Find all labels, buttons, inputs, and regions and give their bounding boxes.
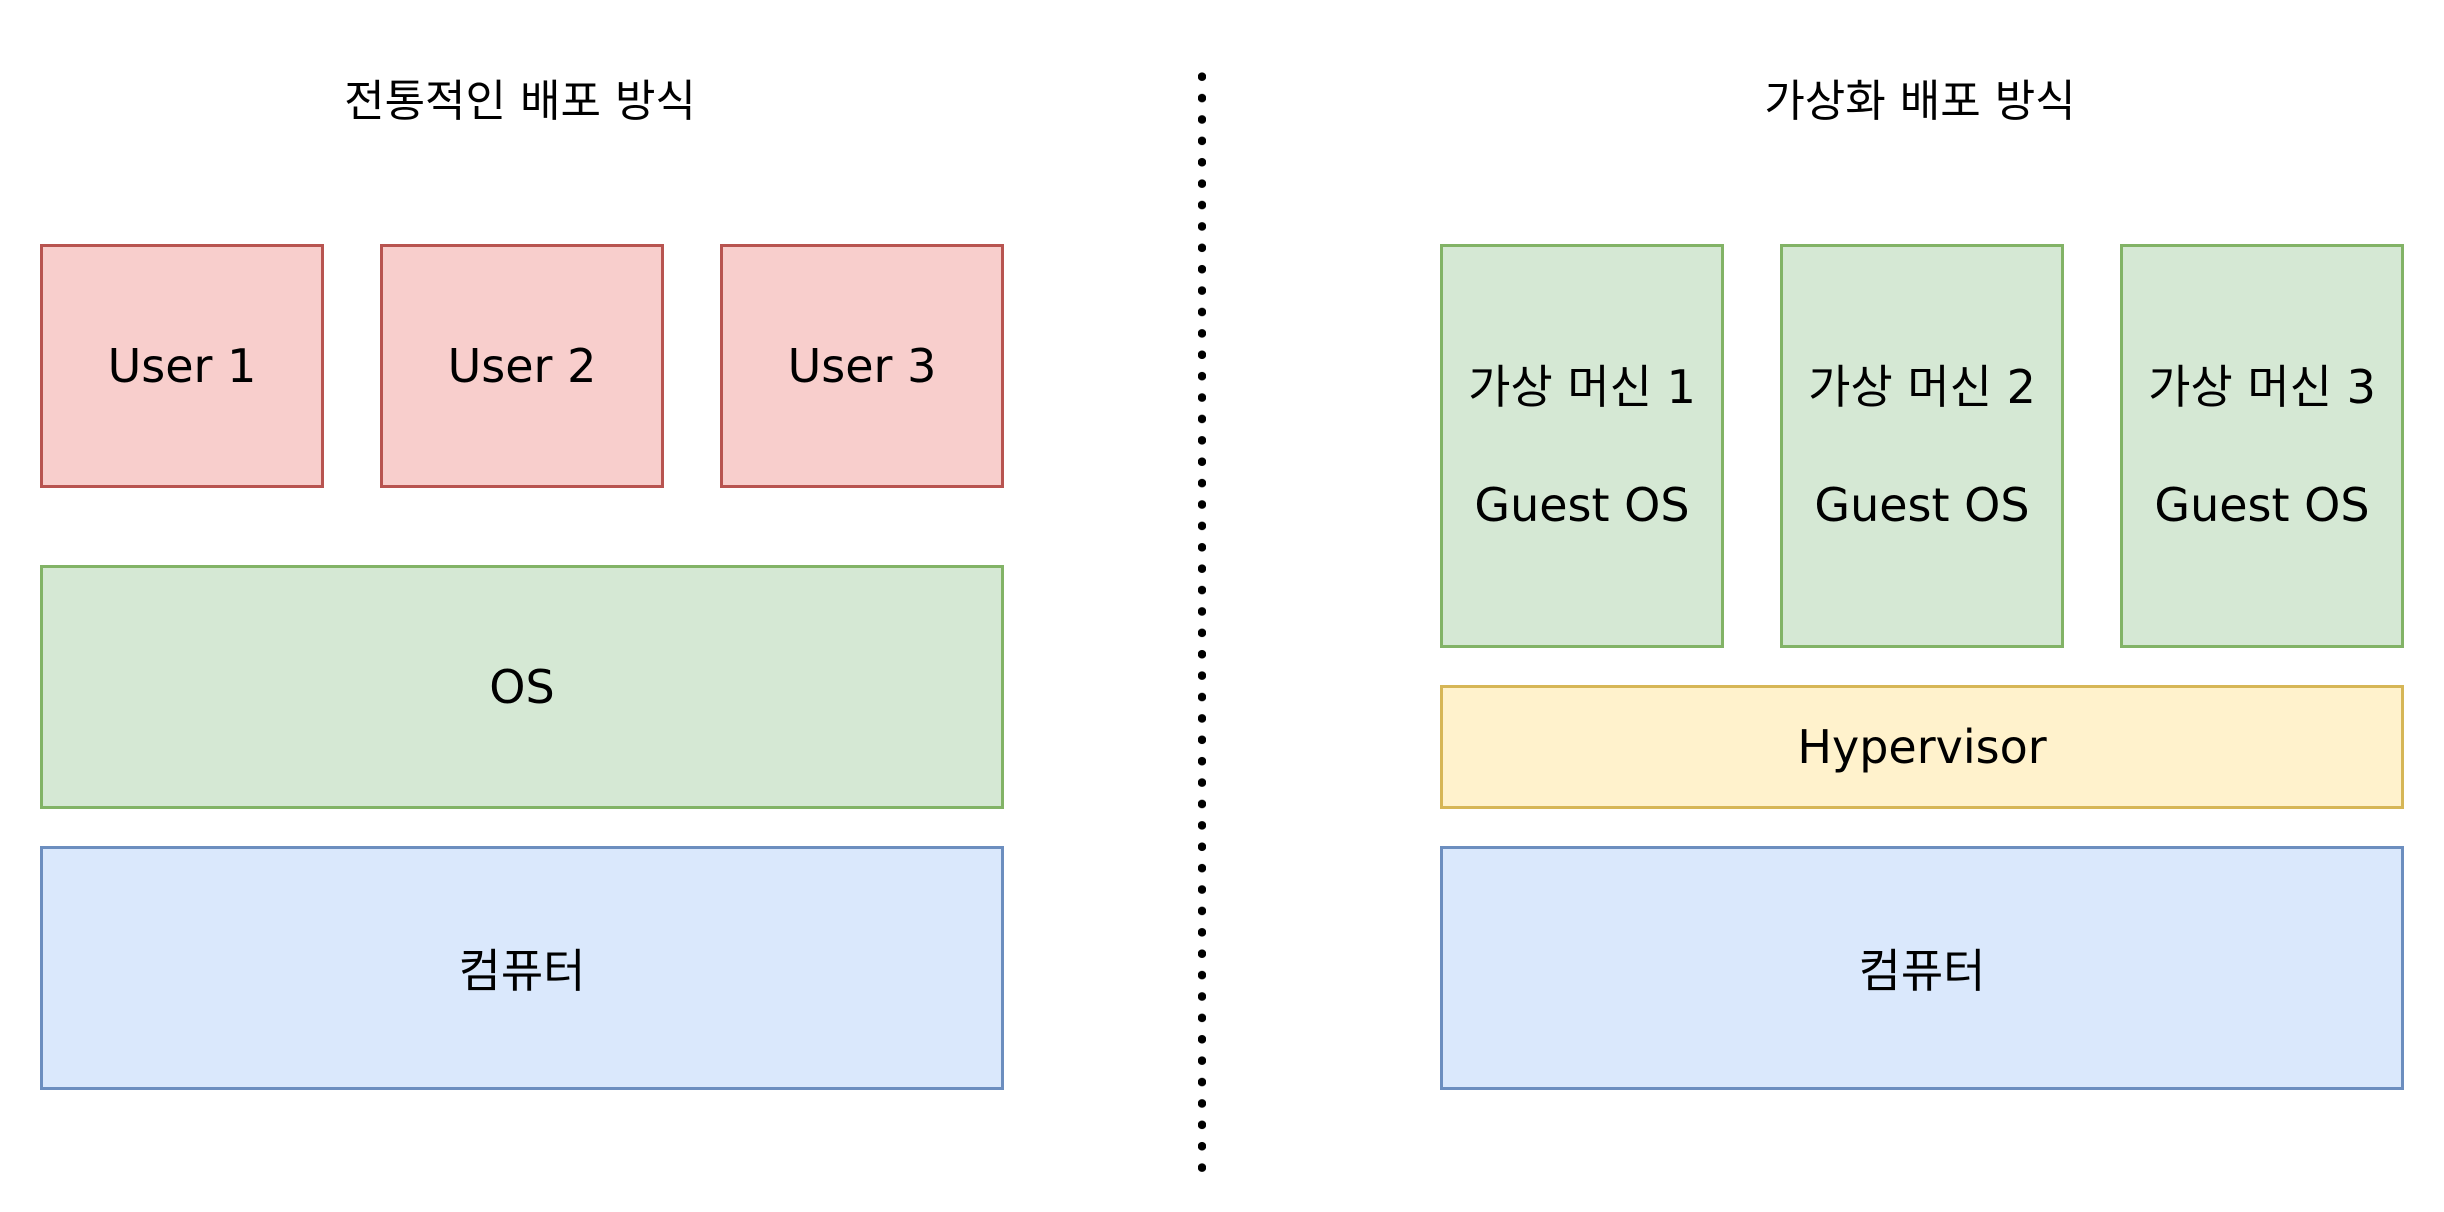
computer-box-virtualization: 컴퓨터: [1440, 846, 2404, 1090]
vm-box-1: 가상 머신 1 Guest OS: [1440, 244, 1724, 648]
computer-box-traditional: 컴퓨터: [40, 846, 1004, 1090]
hypervisor-box: Hypervisor: [1440, 685, 2404, 809]
vm-name-label: 가상 머신 3: [2148, 360, 2376, 414]
section-divider: [1198, 66, 1206, 1178]
vm-box-3: 가상 머신 3 Guest OS: [2120, 244, 2404, 648]
vm-name-label: 가상 머신 2: [1808, 360, 2036, 414]
user-label: User 1: [107, 339, 257, 393]
user-label: User 3: [787, 339, 937, 393]
computer-label: 컴퓨터: [1858, 944, 1986, 998]
guest-os-label: Guest OS: [1474, 478, 1690, 532]
user-label: User 2: [447, 339, 597, 393]
guest-os-label: Guest OS: [2154, 478, 2370, 532]
hypervisor-label: Hypervisor: [1797, 720, 2047, 774]
vm-box-2: 가상 머신 2 Guest OS: [1780, 244, 2064, 648]
user-box-3: User 3: [720, 244, 1004, 488]
os-box: OS: [40, 565, 1004, 809]
user-box-1: User 1: [40, 244, 324, 488]
guest-os-label: Guest OS: [1814, 478, 2030, 532]
vm-name-label: 가상 머신 1: [1468, 360, 1696, 414]
virtualization-title: 가상화 배포 방식: [1764, 76, 2076, 127]
os-label: OS: [489, 660, 555, 714]
traditional-title: 전통적인 배포 방식: [344, 76, 696, 127]
user-box-2: User 2: [380, 244, 664, 488]
computer-label: 컴퓨터: [458, 944, 586, 998]
